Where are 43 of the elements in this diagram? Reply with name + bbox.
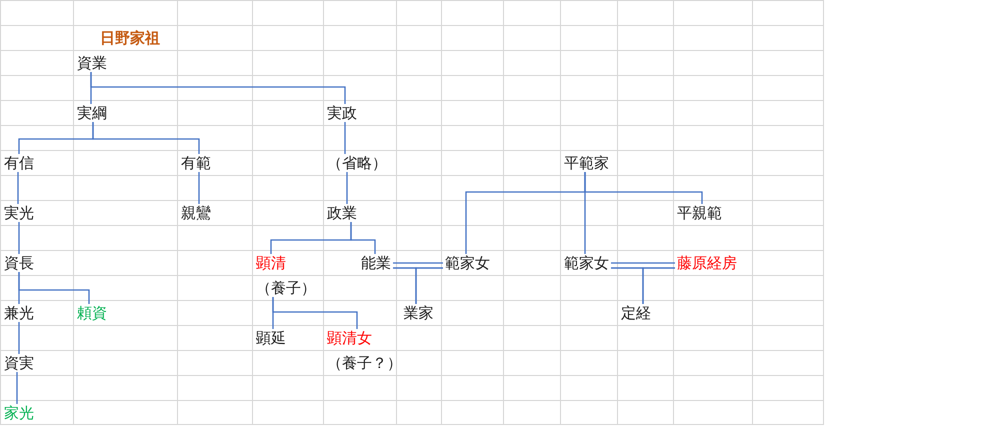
person-name: 兼光 (2, 304, 36, 322)
family-line (344, 122, 346, 154)
family-line (16, 372, 18, 404)
person-name: （省略） (325, 154, 389, 172)
family-line (17, 172, 19, 204)
person-name: 政業 (325, 204, 359, 222)
family-line (584, 172, 586, 254)
person-name: 平範家 (562, 154, 611, 172)
person-name: 定経 (619, 304, 653, 322)
person-name: 資実 (2, 354, 36, 372)
family-line (346, 172, 348, 204)
family-line (18, 322, 20, 354)
family-line (272, 297, 358, 329)
person-name: 有信 (2, 154, 36, 172)
adoption-note: （養子） (255, 279, 317, 297)
person-name: 顕清女 (326, 329, 373, 347)
person-name: 範家女 (443, 254, 492, 272)
adoption-note: （養子？） (326, 354, 403, 372)
family-line (350, 222, 376, 254)
diagram-title: 日野家祖 (99, 29, 161, 47)
person-name: 業家 (402, 304, 436, 322)
person-name: 実光 (2, 204, 36, 222)
person-name: 頼資 (75, 304, 109, 322)
family-line (92, 122, 200, 154)
person-name: 実政 (325, 104, 359, 122)
person-name: 範家女 (562, 254, 611, 272)
family-line (18, 272, 90, 304)
person-name: 能業 (359, 254, 393, 272)
family-line (198, 172, 200, 204)
person-name: 平親範 (675, 204, 724, 222)
person-name: 藤原経房 (675, 254, 739, 272)
family-line (642, 267, 675, 304)
person-name: 顕延 (254, 329, 288, 347)
person-name: 顕清 (255, 254, 287, 272)
family-line (415, 267, 443, 304)
family-line (18, 222, 20, 254)
family-line (90, 72, 346, 104)
person-name: 資業 (75, 54, 109, 72)
person-name: 有範 (179, 154, 213, 172)
person-name: 資長 (2, 254, 36, 272)
person-name: 家光 (2, 404, 36, 422)
person-name: 実綱 (75, 104, 109, 122)
person-name: 親鸞 (179, 204, 213, 222)
